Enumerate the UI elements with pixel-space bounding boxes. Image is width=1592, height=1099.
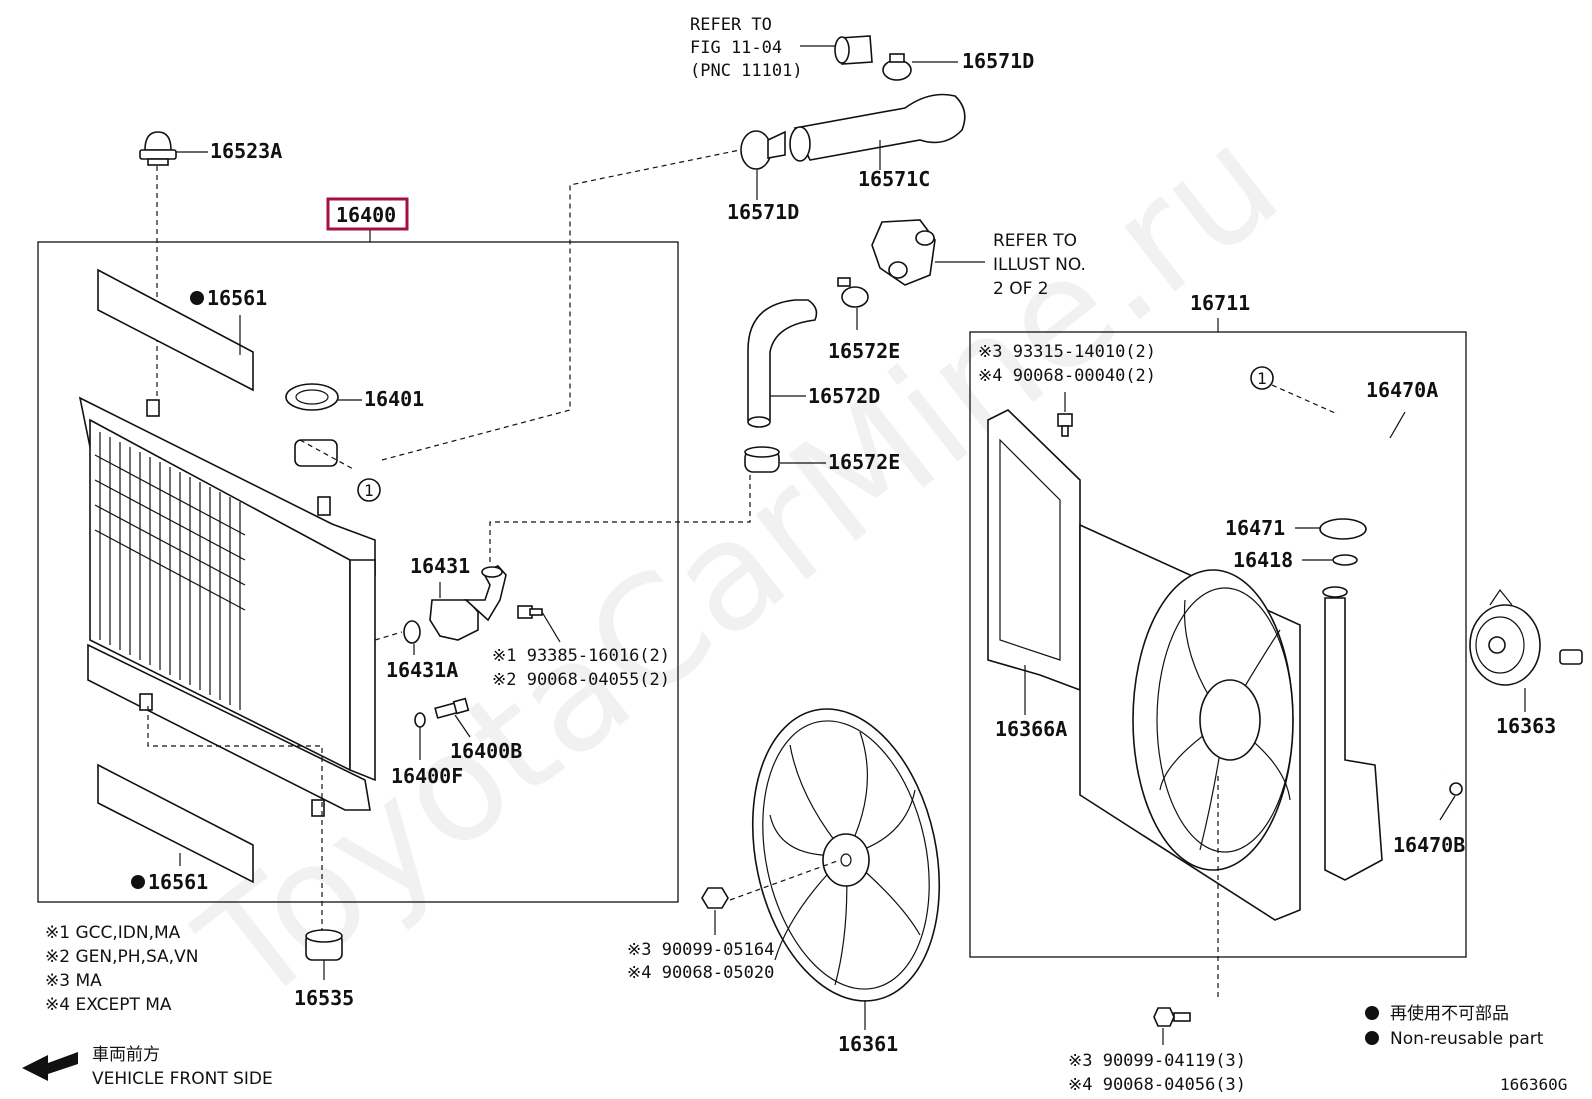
- bolt-label-b4a[interactable]: ※4 90068-00040(2): [978, 366, 1156, 386]
- ref-circle-label-radiator: 1: [364, 481, 374, 500]
- front-label-en: VEHICLE FRONT SIDE: [92, 1069, 273, 1089]
- part-label-16431a[interactable]: 16431A: [386, 658, 458, 682]
- cushion-16535: [305, 929, 343, 961]
- part-label-16561-bottom[interactable]: 16561: [148, 870, 208, 894]
- seal-strip-16561-top: [97, 268, 254, 392]
- part-label-16572e-top[interactable]: 16572E: [828, 339, 900, 363]
- clamp-16571d-left: [740, 130, 786, 170]
- part-label-16571c[interactable]: 16571C: [858, 167, 930, 191]
- part-label-16523a[interactable]: 16523A: [210, 139, 282, 163]
- bolt-label-b3b[interactable]: ※3 90099-05164: [627, 940, 774, 960]
- fan-16361: [751, 708, 941, 1002]
- non-reusable-dot-bottom: [131, 875, 145, 889]
- bolt-label-b1[interactable]: ※1 93385-16016(2): [492, 646, 670, 666]
- o-ring-16431a: [403, 620, 421, 644]
- bolt-90099-04119: [1153, 1007, 1191, 1027]
- diagram-code: 166360G: [1500, 1075, 1567, 1094]
- legend-en: Non-reusable part: [1390, 1029, 1544, 1049]
- hose-16572d: [747, 299, 818, 428]
- ring-16418: [1332, 554, 1358, 566]
- front-label-jp: 車両前方: [92, 1045, 160, 1065]
- seal-strip-16561-bottom: [97, 763, 254, 884]
- part-label-16711[interactable]: 16711: [1190, 291, 1250, 315]
- clamp-16572e-top: [837, 277, 869, 308]
- highlight-16400[interactable]: [326, 197, 409, 231]
- cap-16471: [1319, 518, 1367, 540]
- part-label-16571d-left[interactable]: 16571D: [727, 200, 799, 224]
- gasket-16401: [285, 383, 339, 411]
- legend-dot-jp: [1365, 1006, 1379, 1020]
- refer-fig-line3: (PNC 11101): [690, 61, 803, 81]
- part-label-16363[interactable]: 16363: [1496, 714, 1556, 738]
- pipe-connector-top: [834, 35, 873, 65]
- clip-16470b: [1449, 782, 1463, 796]
- water-inlet-housing: [871, 219, 936, 286]
- refer-fig-line2: FIG 11-04: [690, 38, 782, 58]
- hose-16470a: [1339, 413, 1446, 776]
- footnote-1: ※1 GCC,IDN,MA: [45, 923, 181, 943]
- footnote-3: ※3 MA: [45, 971, 102, 991]
- part-label-16361[interactable]: 16361: [838, 1032, 898, 1056]
- bolt-93385: [517, 605, 543, 619]
- fan-motor-16363: [1469, 588, 1583, 686]
- part-label-16471[interactable]: 16471: [1225, 516, 1285, 540]
- bolt-label-b4c[interactable]: ※4 90068-04056(3): [1068, 1075, 1246, 1095]
- o-ring-16400f: [414, 712, 426, 728]
- outlet-16431: [429, 565, 507, 641]
- refer-illust-line2: ILLUST NO.: [993, 255, 1086, 275]
- non-reusable-dot-top: [190, 291, 204, 305]
- part-label-16366a[interactable]: 16366A: [995, 717, 1067, 741]
- footnote-2: ※2 GEN,PH,SA,VN: [45, 947, 198, 967]
- footnote-4: ※4 EXCEPT MA: [45, 995, 172, 1015]
- part-label-16400[interactable]: 16400: [336, 203, 396, 227]
- air-guide-16366a: [987, 409, 1081, 692]
- refer-fig-line1: REFER TO: [690, 15, 772, 35]
- legend-jp: 再使用不可部品: [1390, 1003, 1509, 1024]
- ref-circle-label-shroud: 1: [1257, 369, 1267, 388]
- part-label-16400f[interactable]: 16400F: [391, 764, 463, 788]
- part-label-16470b[interactable]: 16470B: [1393, 833, 1465, 857]
- drain-plug-16400b: [434, 697, 470, 719]
- hose-16470a-inner: [1338, 411, 1447, 778]
- radiator-assembly-box: [37, 241, 679, 903]
- bolt-label-b3c[interactable]: ※3 90099-04119(3): [1068, 1051, 1246, 1071]
- cap-16523a: [139, 131, 177, 166]
- hose-16571c: [789, 93, 966, 162]
- part-label-16400b[interactable]: 16400B: [450, 739, 522, 763]
- part-label-16431[interactable]: 16431: [410, 554, 470, 578]
- part-label-16401[interactable]: 16401: [364, 387, 424, 411]
- part-label-16572e-bottom[interactable]: 16572E: [828, 450, 900, 474]
- ref-circle-shroud: [1250, 366, 1274, 390]
- part-label-16535[interactable]: 16535: [294, 986, 354, 1010]
- refer-illust-line1: REFER TO: [993, 231, 1077, 251]
- front-arrow-icon: [22, 1052, 78, 1081]
- clamp-16572e-bottom: [744, 446, 780, 473]
- clamp-16571d-top: [882, 53, 912, 81]
- part-label-16571d-top[interactable]: 16571D: [962, 49, 1034, 73]
- part-label-16470a[interactable]: 16470A: [1366, 378, 1438, 402]
- bolt-label-b4b[interactable]: ※4 90068-05020: [627, 963, 774, 983]
- bolt-label-b3a[interactable]: ※3 93315-14010(2): [978, 342, 1156, 362]
- refer-illust-line3: 2 OF 2: [993, 279, 1049, 299]
- nut-90099-05164: [701, 887, 729, 909]
- radiator-16400: [78, 396, 376, 817]
- bolt-label-b2[interactable]: ※2 90068-04055(2): [492, 670, 670, 690]
- part-label-16561-top[interactable]: 16561: [207, 286, 267, 310]
- part-label-16418[interactable]: 16418: [1233, 548, 1293, 572]
- bolt-93315: [1057, 413, 1073, 437]
- legend-dot-en: [1365, 1031, 1379, 1045]
- ref-circle-radiator: [357, 478, 381, 502]
- fan-shroud-16711: [1079, 523, 1383, 921]
- part-label-16572d[interactable]: 16572D: [808, 384, 880, 408]
